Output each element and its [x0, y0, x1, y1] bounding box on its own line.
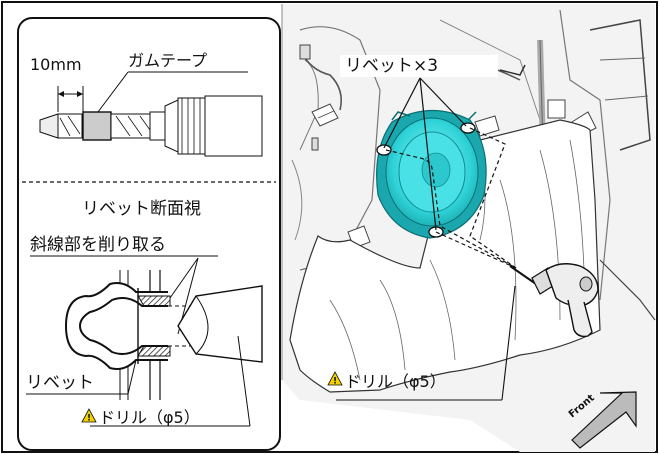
- gum-tape-block: [82, 111, 112, 141]
- door-speaker: [376, 109, 487, 239]
- warning-icon: [81, 408, 97, 423]
- drill-icon: [509, 263, 599, 338]
- drill-dashed-paths: [385, 127, 517, 269]
- rivet-count-label: リベット×3: [345, 56, 438, 76]
- rivet-cross-section: [64, 270, 263, 400]
- detail-inset: 10mm ガムテープ リベット断面視 斜線部を削り取る リベ: [17, 17, 281, 451]
- warning-icon: [327, 371, 343, 386]
- drill-bit-with-tape: [39, 95, 263, 157]
- cut-instruction: 斜線部を削り取る: [30, 235, 166, 255]
- rivet-leader-lines: [383, 77, 467, 231]
- rivet-label-bg: [340, 55, 498, 77]
- svg-text:!: !: [333, 377, 337, 387]
- dimension-label: 10mm: [30, 55, 82, 74]
- main-drill-label: ドリル（φ5）: [345, 372, 446, 391]
- section-title: リベット断面視: [82, 199, 201, 219]
- rivet-marks: [376, 122, 476, 238]
- inset-drill-callout: ! ドリル（φ5）: [81, 335, 251, 427]
- inset-drill-label: ドリル（φ5）: [99, 408, 200, 427]
- main-drill-callout: ! ドリル（φ5）: [327, 285, 516, 401]
- gum-tape-label: ガムテープ: [128, 51, 207, 70]
- svg-text:!: !: [87, 414, 91, 424]
- rivet-label: リベット: [26, 373, 94, 393]
